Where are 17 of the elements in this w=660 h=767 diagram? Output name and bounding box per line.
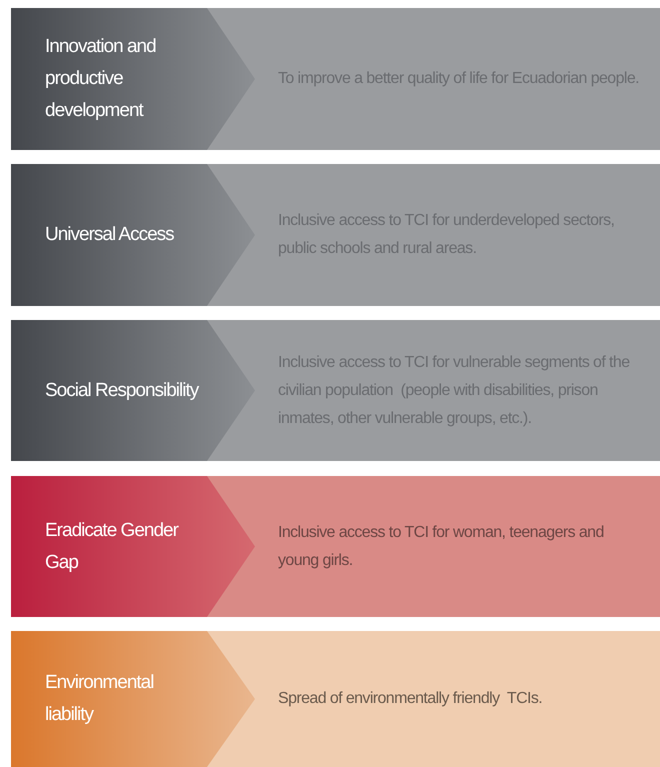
description-panel: [255, 8, 660, 150]
chevron-box: [11, 320, 255, 461]
description-panel: [255, 631, 660, 767]
heading: Social Responsibility: [45, 378, 200, 402]
chevron-box: [11, 8, 255, 150]
description-text: Inclusive access to TCI for woman, teenagers and young girls.: [278, 522, 605, 570]
chevron-box: [11, 164, 255, 306]
description-text: Spread of environmentally friendly TCIs.: [278, 689, 542, 709]
chevron-box: [11, 476, 255, 617]
heading: Innovation and productive development: [45, 35, 157, 123]
heading: Eradicate Gender Gap: [45, 518, 180, 574]
heading: Environmental liability: [45, 671, 154, 727]
heading: Universal Access: [45, 223, 175, 247]
chevron-box: [11, 631, 255, 767]
description-panel: [255, 164, 660, 306]
description-panel: [255, 320, 660, 461]
description-panel: [255, 476, 660, 617]
